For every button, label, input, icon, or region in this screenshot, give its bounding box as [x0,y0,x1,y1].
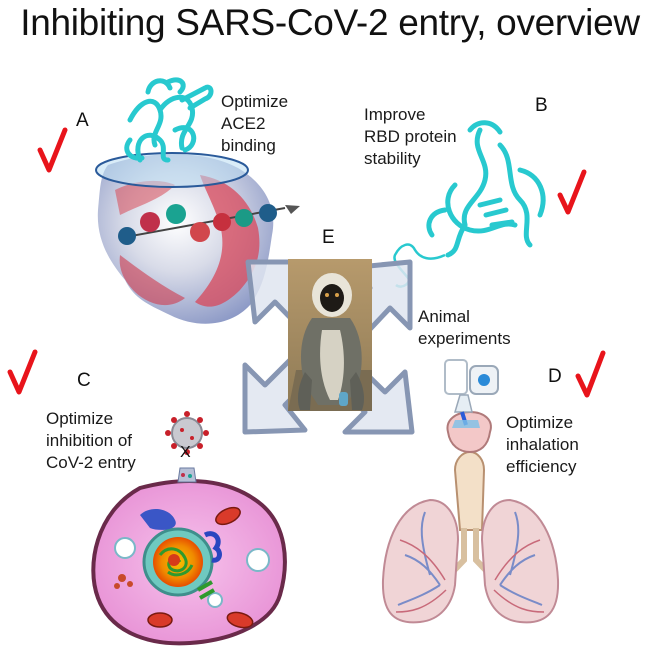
label-line: Optimize [506,413,574,432]
label-line: Improve [364,105,426,124]
label-line: binding [221,136,276,155]
label-line: Optimize [46,409,114,428]
panel-d-letter: D [548,366,562,387]
label-line: Animal [418,307,470,326]
panel-e-label: Animal experiments [418,306,511,350]
red-checkmark-icon [37,127,68,173]
panel-d-label: Optimize inhalation efficiency [506,412,579,478]
panel-e-letter: E [322,227,335,248]
human-cell-icon [91,479,287,646]
lungs-icon [381,410,560,624]
monkey-photo-icon [288,259,372,411]
label-line: experiments [418,329,511,348]
panel-c-label: Optimize inhibition of CoV-2 entry [46,408,136,474]
panel-c-letter: C [77,370,91,391]
label-line: ACE2 [221,114,266,133]
label-line: CoV-2 entry [46,453,136,472]
label-line: inhalation [506,435,579,454]
page-title: Inhibiting SARS-CoV-2 entry, overview [20,2,640,43]
panel-b-label: Improve RBD protein stability [364,104,457,170]
panel-a-letter: A [76,110,89,131]
panel-b-letter: B [535,95,548,116]
ace2-surface-protein-icon [95,152,300,324]
label-line: stability [364,149,421,168]
coronavirus-icon [165,411,209,483]
red-checkmark-icon [575,350,606,398]
label-line: inhibition of [46,431,133,450]
entry-block-mark: X [180,444,191,461]
nebulizer-icon [444,359,499,428]
red-checkmark-icon [7,349,38,395]
label-line: Optimize [221,92,289,111]
cyan-ribbon-protein-icon [124,77,214,163]
panel-a-label: Optimize ACE2 binding [221,91,288,157]
cyan-ribbon-protein-icon [426,120,546,258]
label-line: RBD protein [364,127,457,146]
red-checkmark-icon [557,169,587,215]
label-line: efficiency [506,457,577,476]
